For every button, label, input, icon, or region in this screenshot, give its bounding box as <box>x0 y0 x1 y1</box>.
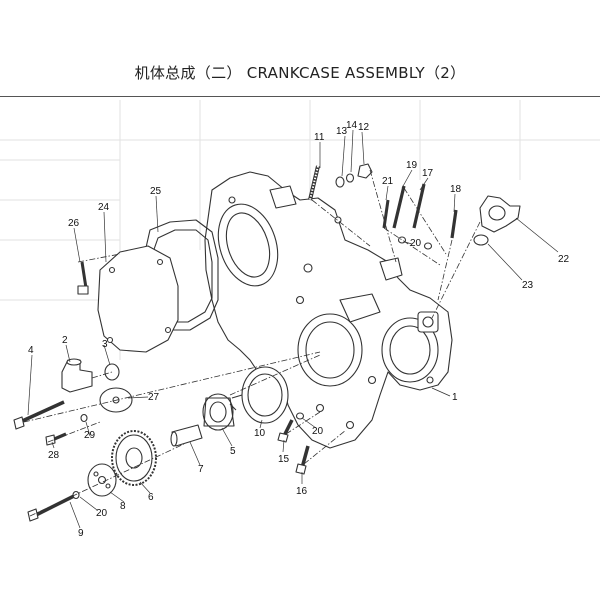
idler-gear <box>111 430 157 486</box>
bolt-18 <box>450 209 458 239</box>
bolt-17 <box>412 183 426 229</box>
elbow-fitting <box>61 358 93 393</box>
callout-18: 18 <box>450 184 462 195</box>
callout-3: 3 <box>102 339 108 350</box>
bolt-21 <box>382 199 390 229</box>
bolt-9 <box>27 492 79 522</box>
washer-13 <box>335 176 345 188</box>
callout-28: 28 <box>48 450 60 461</box>
callout-14: 14 <box>346 120 358 131</box>
callout-16: 16 <box>296 486 308 497</box>
washer-29 <box>80 413 88 423</box>
cover-plate <box>97 245 179 353</box>
callout-5: 5 <box>230 446 236 457</box>
bolt-16 <box>295 445 310 475</box>
callout-labels: 1 2 3 4 5 6 7 8 9 10 11 12 13 14 15 16 1… <box>28 120 570 539</box>
callout-26: 26 <box>68 218 80 229</box>
oil-filler-cap <box>479 195 521 233</box>
title-divider <box>0 96 600 97</box>
page-title: 机体总成（二） CRANKCASE ASSEMBLY（2） <box>0 62 600 83</box>
callout-leaders <box>27 129 559 529</box>
washer-14 <box>345 173 355 183</box>
assembly-centerlines <box>23 169 481 517</box>
idler-shaft <box>170 424 203 447</box>
callout-27: 27 <box>148 392 160 403</box>
bolt-11 <box>308 165 320 201</box>
callout-19: 19 <box>406 160 418 171</box>
callout-10: 10 <box>254 428 266 439</box>
callout-23: 23 <box>522 280 534 291</box>
bolt-15 <box>277 419 294 443</box>
callout-20-c: 20 <box>96 508 108 519</box>
washer-20-bottom <box>72 490 80 500</box>
title-english: CRANKCASE ASSEMBLY（2） <box>246 64 466 82</box>
callout-6: 6 <box>148 492 154 503</box>
nut-12 <box>357 163 373 179</box>
callout-9: 9 <box>78 528 84 539</box>
callout-2: 2 <box>62 335 68 346</box>
bolt-26 <box>77 261 89 295</box>
callout-20-a: 20 <box>410 238 422 249</box>
callout-17: 17 <box>422 168 434 179</box>
callout-21: 21 <box>382 176 394 187</box>
callout-22: 22 <box>558 254 570 265</box>
gear-housing-front-cover <box>204 171 453 449</box>
callout-7: 7 <box>198 464 204 475</box>
bolt-28 <box>45 432 67 446</box>
o-ring <box>104 363 120 381</box>
callout-12: 12 <box>358 122 370 133</box>
callout-25: 25 <box>150 186 162 197</box>
callout-1: 1 <box>452 392 458 403</box>
callout-8: 8 <box>120 501 126 512</box>
callout-29: 29 <box>84 430 96 441</box>
pump-hub <box>202 393 237 431</box>
callout-15: 15 <box>278 454 290 465</box>
callout-4: 4 <box>28 345 34 356</box>
oil-seal-ring <box>231 366 289 424</box>
bolt-4 <box>13 400 65 430</box>
washer-20-lower <box>295 412 305 420</box>
thrust-plate <box>87 463 117 497</box>
callout-11: 11 <box>314 132 325 143</box>
bolt-19 <box>392 185 406 229</box>
title-chinese: 机体总成（二） <box>134 64 242 82</box>
filler-cap-seal <box>473 234 489 246</box>
callout-24: 24 <box>98 202 110 213</box>
callout-13: 13 <box>336 126 348 137</box>
callout-20-b: 20 <box>312 426 324 437</box>
